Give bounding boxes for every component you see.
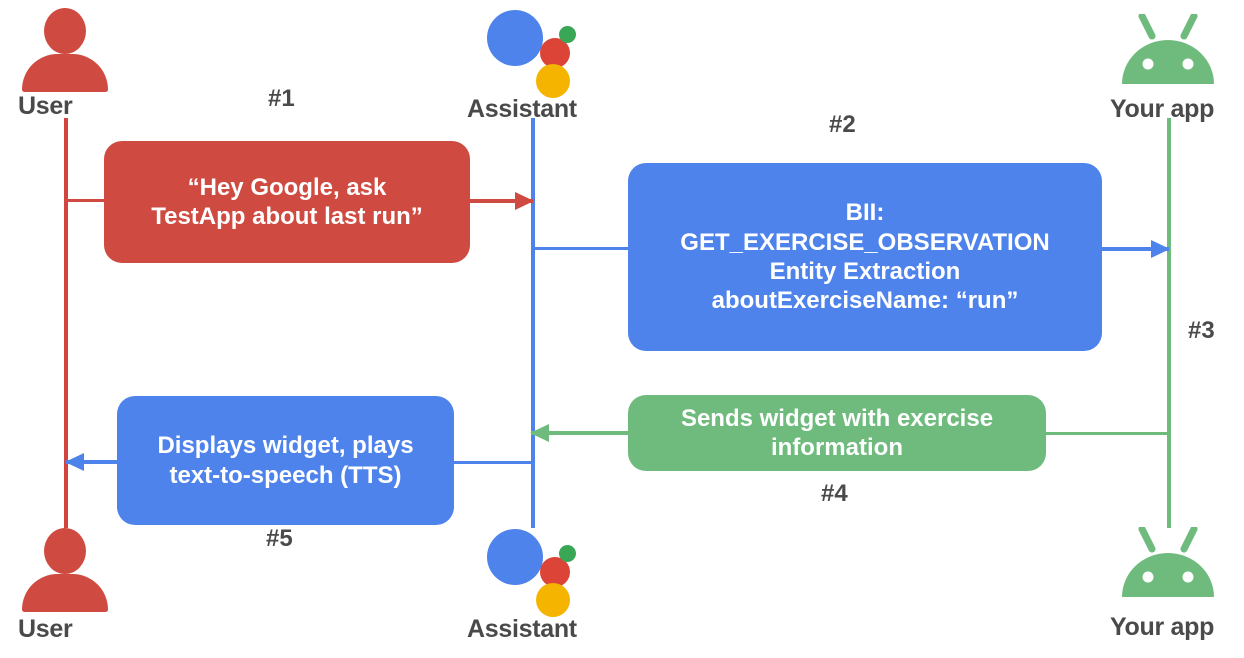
user-avatar-body <box>22 54 108 92</box>
message-5-line-2: text-to-speech (TTS) <box>169 461 402 489</box>
connector-app-to-msg4 <box>1044 432 1169 435</box>
user-avatar-body <box>22 574 108 612</box>
actor-label-user-bottom: User <box>18 615 73 643</box>
actor-label-app-top: Your app <box>1110 95 1215 123</box>
actor-label-app-bottom: Your app <box>1110 613 1215 641</box>
step-label-4: #4 <box>821 480 848 507</box>
google-assistant-icon <box>487 4 581 98</box>
assistant-dot-blue-icon <box>487 10 543 66</box>
arrow-msg4-to-assistant <box>530 424 630 442</box>
message-2-line-4: aboutExerciseName: “run” <box>711 287 1019 315</box>
arrow-head <box>515 192 534 210</box>
connector-assistant-to-msg2 <box>531 247 635 250</box>
android-robot-icon-bottom <box>1116 525 1220 603</box>
assistant-dot-red-icon <box>540 557 570 587</box>
arrow-head <box>65 453 84 471</box>
message-box-5: Displays widget, plays text-to-speech (T… <box>117 396 454 525</box>
message-box-2: BII: GET_EXERCISE_OBSERVATION Entity Ext… <box>628 163 1102 351</box>
assistant-dot-blue-icon <box>487 529 543 585</box>
arrow-head <box>530 424 549 442</box>
connector-user-to-msg1 <box>64 199 108 202</box>
arrow-shaft <box>531 431 630 435</box>
message-2-line-1: BII: <box>845 199 885 227</box>
message-box-4: Sends widget with exercise information <box>628 395 1046 471</box>
user-avatar-icon-bottom <box>22 528 108 612</box>
arrow-head <box>1151 240 1170 258</box>
arrow-msg5-to-user <box>65 453 121 471</box>
message-1-line-2: TestApp about last run” <box>151 203 423 230</box>
step-label-2: #2 <box>829 111 856 138</box>
message-5-line-1: Displays widget, plays <box>157 432 414 460</box>
message-4-line-2: information <box>770 434 903 461</box>
android-robot-icon <box>1116 12 1220 90</box>
user-avatar-head <box>44 8 86 54</box>
step-label-1: #1 <box>268 85 295 112</box>
lifeline-user <box>64 118 68 528</box>
arrow-msg2-to-app <box>1100 240 1170 258</box>
message-1-line-1: “Hey Google, ask <box>187 173 387 201</box>
assistant-dot-yellow-icon <box>536 583 570 617</box>
arrow-msg1-to-assistant <box>468 192 534 210</box>
step-label-5: #5 <box>266 525 293 552</box>
lifeline-assistant <box>531 118 535 528</box>
message-4-line-1: Sends widget with exercise <box>680 404 994 432</box>
assistant-dot-green-icon <box>559 545 576 562</box>
connector-assistant-to-msg5 <box>452 461 533 464</box>
step-label-3: #3 <box>1188 317 1215 344</box>
message-2-line-2: GET_EXERCISE_OBSERVATION <box>680 228 1050 256</box>
assistant-dot-green-icon <box>559 26 576 43</box>
arrow-shaft <box>468 199 533 203</box>
arrow-shaft <box>66 460 121 464</box>
message-box-1: “Hey Google, ask TestApp about last run” <box>104 141 470 263</box>
arrow-shaft <box>1100 247 1169 251</box>
google-assistant-icon-bottom <box>487 523 581 617</box>
user-avatar-head <box>44 528 86 574</box>
user-avatar-icon <box>22 8 108 92</box>
message-2-line-3: Entity Extraction <box>769 258 961 285</box>
actor-label-user-top: User <box>18 92 73 120</box>
actor-label-assistant-top: Assistant <box>467 95 577 123</box>
assistant-dot-yellow-icon <box>536 64 570 98</box>
assistant-dot-red-icon <box>540 38 570 68</box>
lifeline-app <box>1167 118 1171 528</box>
actor-label-assistant-bottom: Assistant <box>467 615 577 643</box>
